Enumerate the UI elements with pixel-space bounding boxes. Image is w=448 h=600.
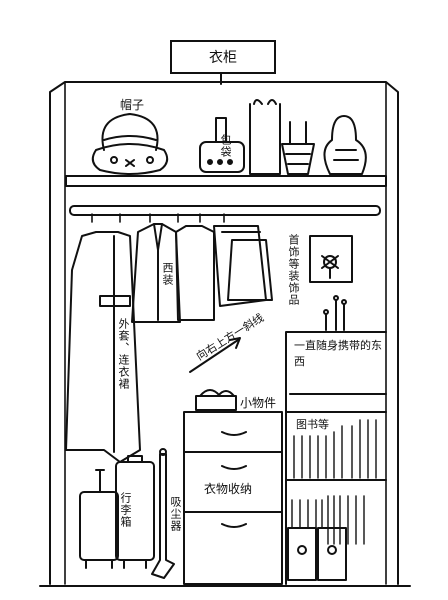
label-books: 图书等: [296, 418, 329, 431]
label-small-items: 小物件: [240, 396, 277, 410]
label-coat: 外套、连衣裙: [117, 318, 130, 390]
books-row-bottom: [291, 495, 365, 545]
tote-bag-icon: [249, 99, 281, 175]
label-carry: 一直随身携带的东西: [294, 339, 382, 368]
wardrobe-title: 衣柜: [209, 50, 237, 66]
cabinet-outer-frame: [49, 81, 399, 585]
decor-vase-icon: [323, 115, 367, 175]
vacuum-cleaner-icon: [151, 448, 175, 579]
bag-icon: [199, 117, 245, 173]
basket-icon: [281, 121, 315, 175]
skirt-icon: [213, 225, 267, 307]
label-hat: 帽子: [120, 98, 145, 112]
blouse-icon: [175, 225, 215, 321]
label-bag: 包袋: [219, 134, 232, 158]
long-coat-icon: [65, 231, 141, 463]
label-luggage: 行李箱: [119, 492, 132, 528]
top-shelf: [65, 175, 387, 187]
hanging-rod: [69, 205, 381, 216]
books-row-top: [293, 419, 377, 479]
diagonal-arrow-icon: [189, 337, 241, 373]
hat-icon: [91, 113, 169, 175]
drawer-cabinet: [183, 411, 283, 585]
right-shelf-unit: [285, 331, 387, 585]
suit-jacket-icon: [131, 223, 181, 323]
ruffle-top-icon: [227, 239, 273, 301]
accessory-stand-icon: [323, 295, 347, 331]
suitcase-large-icon: [79, 469, 119, 569]
wardrobe-title-sign: 衣柜: [170, 40, 276, 74]
suitcase-small-icon: [115, 455, 155, 569]
hangers: [91, 213, 225, 223]
storage-boxes-icon: [287, 527, 347, 581]
label-jewelry: 首饰等装饰品: [287, 234, 300, 306]
label-clothes-storage: 衣物收纳: [204, 482, 253, 496]
jewelry-frame-icon: [309, 235, 353, 283]
label-suit: 西装: [161, 262, 174, 286]
label-vacuum: 吸尘器: [169, 496, 182, 532]
small-items-basket-icon: [195, 389, 237, 411]
